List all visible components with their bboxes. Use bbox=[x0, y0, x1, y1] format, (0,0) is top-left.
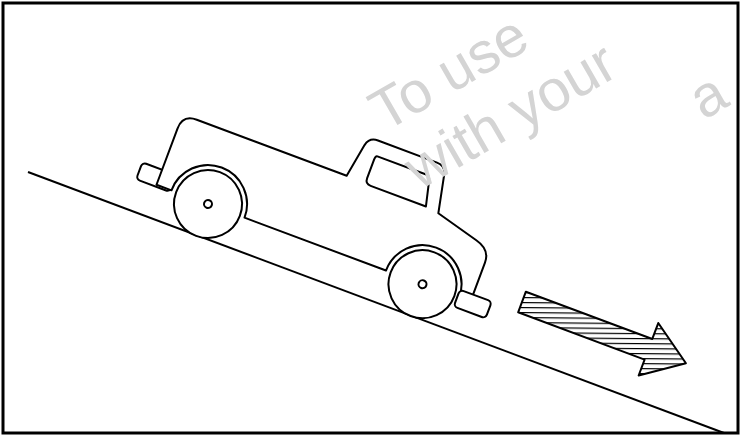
direction-arrow bbox=[512, 276, 696, 390]
watermark-text: a bbox=[679, 62, 736, 128]
frame bbox=[3, 3, 738, 433]
